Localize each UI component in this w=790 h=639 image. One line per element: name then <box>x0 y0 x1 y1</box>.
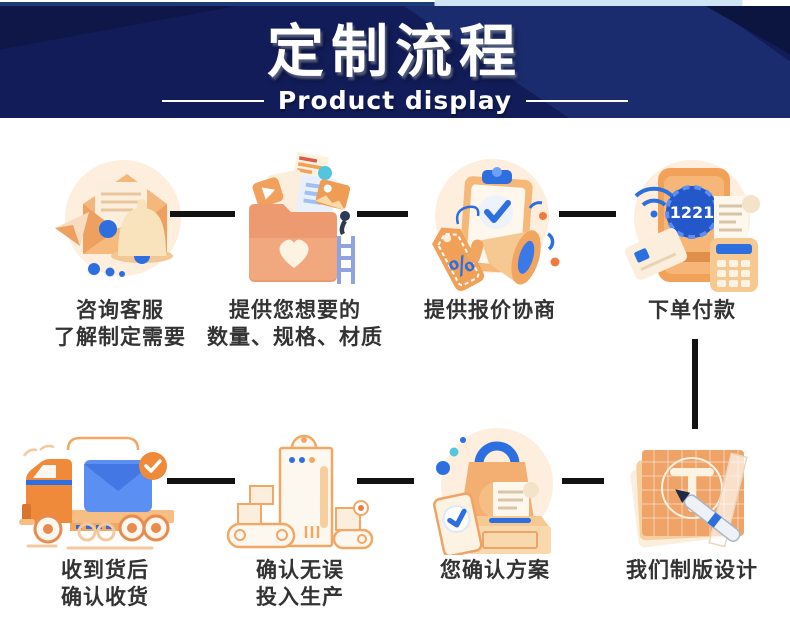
paper-plane-icon <box>55 212 89 246</box>
banner: 定制流程 Product display <box>0 0 790 118</box>
contactless-icon <box>634 186 674 218</box>
step-requirements: 提供您想要的 数量、规格、材质 <box>195 152 395 351</box>
subtitle-left-line <box>161 99 264 102</box>
step-label: 确认无误 投入生产 <box>256 558 344 609</box>
step-production: 确认无误 投入生产 <box>205 420 395 611</box>
conveyor-left-icon <box>226 485 296 549</box>
clipboard-megaphone-icon: % <box>432 159 560 291</box>
step-payment: 1221 <box>597 152 787 324</box>
phone-pos-icon: 1221 <box>625 160 760 292</box>
folder-heart-icon <box>249 152 355 284</box>
step-label: 下单付款 <box>648 298 736 322</box>
page-title: 定制流程 <box>267 19 523 85</box>
step-label: 咨询客服 了解制定需要 <box>54 298 186 349</box>
factory-conveyor-icon <box>226 434 374 550</box>
step-receive: 收到货后 确认收货 <box>10 420 200 611</box>
bank-card-icon <box>625 228 687 280</box>
truck-cab-icon <box>19 459 72 525</box>
banner-subtitle: Product display <box>277 86 513 115</box>
receipt-icon <box>714 195 760 244</box>
receipt-box-icon <box>467 482 551 554</box>
step-quotation: % 提供报价协商 <box>395 152 585 324</box>
step-label: 您确认方案 <box>440 558 550 582</box>
photo-card-icon <box>315 179 351 211</box>
truck-envelope-icon <box>19 436 174 550</box>
svg-text:1221: 1221 <box>670 203 715 222</box>
wheel-icon <box>33 514 170 544</box>
pos-terminal-icon <box>710 238 758 292</box>
play-card-icon <box>252 177 284 207</box>
step-label: 提供您想要的 数量、规格、材质 <box>207 298 383 349</box>
bell-icon <box>111 199 173 264</box>
subtitle-right-line <box>526 99 629 102</box>
megaphone-icon <box>468 230 541 285</box>
phone-check-icon <box>433 492 483 555</box>
ladder-icon <box>337 236 355 284</box>
conveyor-right-icon <box>332 500 374 550</box>
connector-step1-step2 <box>170 211 235 217</box>
connector-step3-step4 <box>559 211 616 217</box>
connector-step7-step8 <box>167 478 235 484</box>
step-label: 提供报价协商 <box>424 298 556 322</box>
envelope-icon <box>84 460 152 512</box>
banner-subtitle-row: Product display <box>0 86 790 115</box>
blueprint-pen-icon <box>630 450 748 548</box>
step-confirm-plan: 您确认方案 <box>400 420 590 584</box>
consult-bell-icon <box>55 160 181 277</box>
step-consult: 咨询客服 了解制定需要 <box>30 152 210 351</box>
connector-step2-step3 <box>357 211 408 217</box>
check-badge-icon <box>139 452 167 480</box>
step-plate-design: 我们制版设计 <box>597 420 787 584</box>
connector-step4-step5 <box>692 339 698 429</box>
step-label: 我们制版设计 <box>626 558 758 582</box>
step-label: 收到货后 确认收货 <box>61 558 149 609</box>
pen-icon <box>675 489 741 542</box>
connector-step5-step6 <box>562 478 604 484</box>
connector-step6-step7 <box>357 478 414 484</box>
bag-receipt-icon <box>433 428 553 555</box>
banner-top-strip <box>0 0 790 6</box>
